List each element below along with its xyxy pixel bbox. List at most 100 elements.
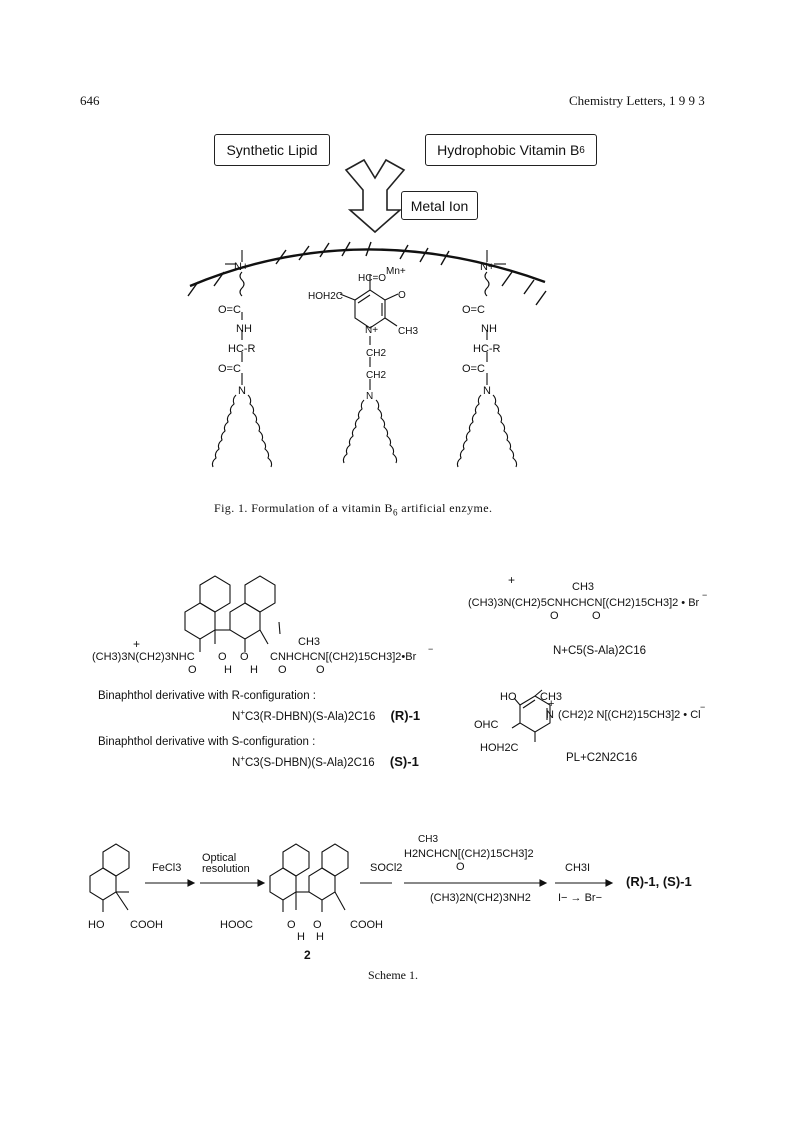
svg-text:H: H	[297, 931, 305, 943]
svg-text:+: +	[133, 637, 140, 651]
svg-text:−: −	[700, 702, 705, 712]
svg-text:Mn+: Mn+	[386, 266, 406, 277]
reagent-resolution: resolution	[202, 863, 250, 875]
membrane-hatching	[187, 241, 547, 306]
metal-ion-label: Metal Ion	[410, 197, 469, 214]
reagent-socl2: SOCl2	[370, 862, 403, 874]
figure1-caption-subscript: 6	[392, 507, 398, 518]
svg-text:HC-R: HC-R	[473, 343, 501, 355]
left-lipid	[211, 250, 273, 468]
svg-text:HOH2C: HOH2C	[308, 291, 343, 302]
reagent-optical: Optical	[202, 852, 237, 864]
svg-text:(CH2)2 N[(CH2)15CH3]2 • Cl: (CH2)2 N[(CH2)15CH3]2 • Cl	[558, 709, 701, 721]
svg-text:CH3: CH3	[298, 636, 320, 648]
svg-text:+: +	[548, 698, 554, 710]
binaphthol-s-n: N	[232, 757, 241, 769]
svg-text:HOH2C: HOH2C	[480, 742, 519, 754]
svg-text:HC=O: HC=O	[358, 273, 386, 284]
scheme1-drawing: HO COOH CH3 H2NCHCN[(CH2)15CH3]2 O HOOC …	[88, 834, 614, 943]
svg-text:O: O	[218, 651, 227, 663]
membrane-surface	[189, 248, 546, 288]
pl-lipid-name: PL+C2N2C16	[566, 752, 638, 764]
center-vitamin-b6-labels: HC=O Mn+ O HOH2C CH3 N+ CH2 CH2 N	[308, 266, 418, 402]
svg-text:O: O	[278, 664, 287, 676]
svg-text:N+: N+	[480, 261, 494, 273]
reagent-ion-exchange: I− → Br−	[558, 892, 603, 904]
svg-text:CH3: CH3	[398, 326, 418, 337]
reagent-fecl3: FeCl3	[152, 862, 182, 874]
right-lipid-labels: N+ O=C NH HC-R O=C N	[462, 261, 501, 397]
svg-text:H: H	[316, 931, 324, 943]
svg-text:O: O	[398, 290, 406, 301]
synthetic-lipid-box: Synthetic Lipid	[214, 134, 330, 166]
compound-r-1-label: (R)-1	[390, 708, 421, 723]
svg-text:O: O	[313, 919, 322, 931]
svg-text:H: H	[250, 664, 258, 676]
figure1-caption-suffix: artificial enzyme.	[397, 501, 493, 515]
reagent-ch3i: CH3I	[565, 862, 591, 874]
svg-text:N: N	[483, 385, 491, 397]
svg-text:O: O	[592, 610, 601, 622]
figure1-caption: Fig. 1. Formulation of a vitamin B6 arti…	[214, 501, 492, 517]
svg-text:N+: N+	[365, 325, 378, 336]
synthetic-lipid-label: Synthetic Lipid	[226, 142, 318, 158]
binaphthol-s-name: N+C3(S-DHBN)(S-Ala)2C16 (S)-1	[232, 754, 419, 769]
svg-text:O: O	[550, 610, 559, 622]
svg-text:(CH3)3N(CH2)5CNHCHCN[(CH2)15CH: (CH3)3N(CH2)5CNHCHCN[(CH2)15CH3]2 • Br	[468, 597, 700, 609]
svg-text:H2NCHCN[(CH2)15CH3]2: H2NCHCN[(CH2)15CH3]2	[404, 848, 534, 860]
binaphthol-structure: (CH3)3N(CH2)3NHC + O O O H H CH3 CNHCHCN…	[92, 575, 433, 676]
svg-text:H: H	[224, 664, 232, 676]
svg-text:O=C: O=C	[462, 304, 485, 316]
svg-text:N: N	[366, 391, 373, 402]
binaphthol-s-description: Binaphthol derivative with S-configurati…	[98, 736, 316, 748]
svg-text:−: −	[428, 644, 433, 654]
svg-text:O: O	[456, 861, 465, 873]
svg-text:CH3: CH3	[540, 691, 562, 703]
svg-text:NH: NH	[481, 323, 497, 335]
svg-text:COOH: COOH	[130, 919, 163, 931]
svg-text:HO: HO	[500, 691, 517, 703]
binaphthol-s-rest: C3(S-DHBN)(S-Ala)2C16	[244, 757, 375, 769]
scheme-product: (R)-1, (S)-1	[626, 874, 692, 889]
binaphthol-r-name: N+C3(R-DHBN)(S-Ala)2C16 (R)-1	[232, 708, 421, 723]
svg-text:O: O	[287, 919, 296, 931]
page-number: 646	[80, 93, 100, 108]
svg-text:CH3: CH3	[572, 581, 594, 593]
svg-text:HO: HO	[88, 919, 105, 931]
right-lipid	[456, 250, 518, 468]
svg-text:+: +	[508, 573, 515, 587]
svg-text:OHC: OHC	[474, 719, 499, 731]
binaphthol-r-description: Binaphthol derivative with R-configurati…	[98, 690, 316, 702]
compound-s-1-label: (S)-1	[389, 754, 419, 769]
hydrophobic-vitamin-subscript: 6	[579, 144, 585, 156]
svg-text:CH2: CH2	[366, 348, 386, 359]
svg-text:O: O	[316, 664, 325, 676]
binaphthol-r-rest: C3(R-DHBN)(S-Ala)2C16	[244, 711, 376, 723]
svg-text:NH: NH	[236, 323, 252, 335]
svg-text:CNHCHCN[(CH2)15CH3]2•Br: CNHCHCN[(CH2)15CH3]2•Br	[270, 651, 417, 663]
center-vitamin-b6	[339, 275, 399, 464]
svg-text:O=C: O=C	[218, 363, 241, 375]
svg-text:CH2: CH2	[366, 370, 386, 381]
journal-reference: Chemistry Letters, 1 9 9 3	[569, 93, 705, 108]
svg-text:O=C: O=C	[462, 363, 485, 375]
scheme1-caption: Scheme 1.	[368, 968, 418, 982]
svg-text:−: −	[702, 590, 707, 600]
merge-arrow	[344, 158, 406, 234]
binaphthol-r-n: N	[232, 711, 241, 723]
compound-2-label: 2	[304, 948, 311, 962]
left-lipid-labels: N+ O=C NH HC-R O=C N	[218, 261, 256, 397]
svg-text:(CH3)3N(CH2)3NHC: (CH3)3N(CH2)3NHC	[92, 651, 195, 663]
right-compounds-structure: CH3 + (CH3)3N(CH2)5CNHCHCN[(CH2)15CH3]2 …	[468, 573, 707, 754]
svg-text:O: O	[188, 664, 197, 676]
svg-text:N: N	[546, 709, 554, 721]
figure1-drawing: N+ O=C NH HC-R O=C N HC=O Mn+ O HOH2C CH…	[187, 158, 547, 468]
hydrophobic-vitamin-label: Hydrophobic Vitamin B	[437, 142, 580, 158]
svg-text:O=C: O=C	[218, 304, 241, 316]
reagent-amine: (CH3)2N(CH2)3NH2	[430, 892, 531, 904]
svg-text:HC-R: HC-R	[228, 343, 256, 355]
svg-text:COOH: COOH	[350, 919, 383, 931]
svg-text:HOOC: HOOC	[220, 919, 253, 931]
svg-text:CH3: CH3	[418, 834, 438, 845]
